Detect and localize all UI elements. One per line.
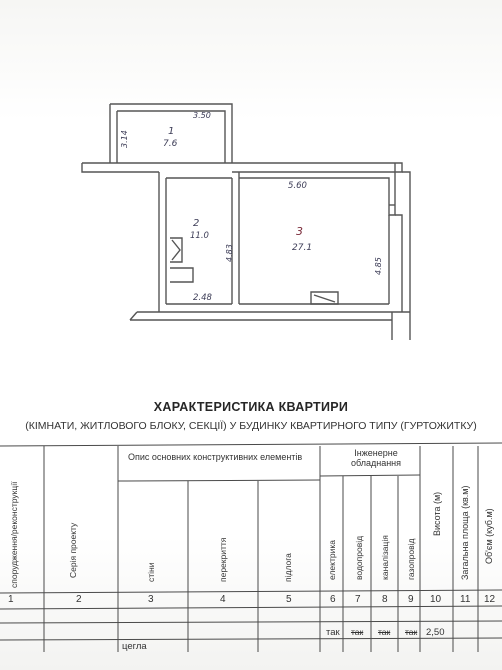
- header-walls: стіни: [146, 562, 156, 582]
- header-water: водопровід: [354, 535, 364, 580]
- room1-area: 7.6: [163, 139, 178, 149]
- row-gas-value: так: [405, 627, 418, 637]
- document-title: ХАРАКТЕРИСТИКА КВАРТИРИ: [153, 400, 349, 414]
- document-subtitle: (КІМНАТИ, ЖИТЛОВОГО БЛОКУ, СЕКЦІЇ) У БУД…: [25, 420, 477, 432]
- column-number-5: 5: [286, 594, 292, 605]
- room2-number: 2: [193, 218, 199, 229]
- header-height: Висота (м): [432, 491, 442, 536]
- room3-area: 27.1: [292, 243, 312, 253]
- header-engineering-group: Інженерне обладнання: [350, 448, 402, 468]
- column-number-9: 9: [408, 594, 414, 605]
- room1-width-label: 3.50: [193, 111, 211, 120]
- room2-width-label: 2.48: [193, 293, 213, 303]
- column-number-4: 4: [220, 594, 226, 605]
- column-number-3: 3: [148, 594, 154, 605]
- room3-depth-label: 4.85: [374, 257, 383, 275]
- header-structural-group: Опис основних конструктивних елементів: [128, 452, 303, 462]
- row-walls-value: цегла: [122, 641, 147, 652]
- room1-number: 1: [168, 126, 174, 137]
- column-number-8: 8: [382, 594, 388, 605]
- header-gas: газопровід: [406, 538, 416, 581]
- header-volume: Об'єм (куб.м): [484, 508, 494, 564]
- header-floors-ceiling: перекриття: [218, 537, 228, 582]
- column-number-1: 1: [8, 594, 14, 605]
- row-electric-value: так: [326, 627, 340, 638]
- room2-depth-label: 4.83: [225, 244, 234, 262]
- room1-inner-wall: [116, 110, 226, 163]
- header-electric: електрика: [327, 540, 337, 580]
- column-number-6: 6: [330, 594, 336, 605]
- header-floor: підлога: [283, 553, 293, 582]
- row-sewerage-value: так: [378, 627, 391, 637]
- room2-area: 11.0: [190, 231, 209, 241]
- header-project-series: Серія проекту: [68, 522, 78, 578]
- header-total-area: Загальна площа (кв.м): [460, 485, 470, 581]
- header-year-built: спорудження/реконструкції: [9, 481, 19, 588]
- room3-number: 3: [296, 225, 303, 238]
- column-number-7: 7: [355, 594, 361, 605]
- column-number-10: 10: [430, 594, 442, 605]
- header-sewerage: каналізація: [380, 535, 390, 580]
- room3-width-label: 5.60: [288, 181, 307, 191]
- column-number-2: 2: [76, 594, 82, 605]
- room1-depth-label: 3.14: [120, 130, 129, 148]
- row-water-value: так: [351, 627, 364, 637]
- column-number-11: 11: [460, 594, 471, 605]
- floor-plan: 3.50 3.14 1 7.6 2 11.0 4.83 2.48 5.60 3 …: [81, 103, 411, 340]
- row-height-value: 2,50: [426, 627, 445, 638]
- room1-outer-wall: [109, 103, 233, 163]
- column-number-12: 12: [484, 594, 496, 605]
